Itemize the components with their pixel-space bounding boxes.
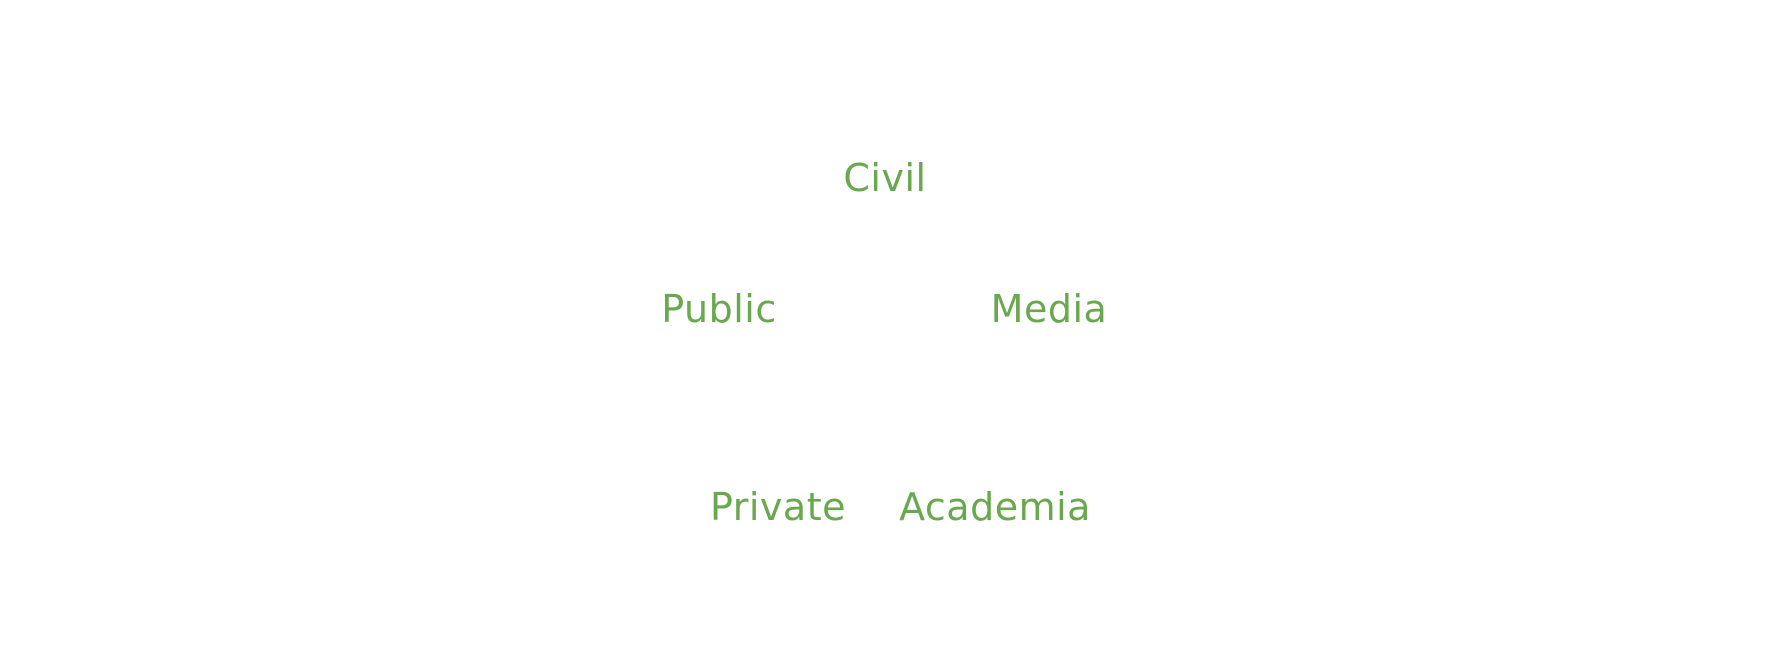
node-media-label: Media — [990, 287, 1108, 331]
node-civil-label: Civil — [843, 156, 927, 200]
node-academia-label: Academia — [899, 485, 1091, 529]
node-public-label: Public — [661, 287, 777, 331]
node-private-label: Private — [710, 485, 846, 529]
